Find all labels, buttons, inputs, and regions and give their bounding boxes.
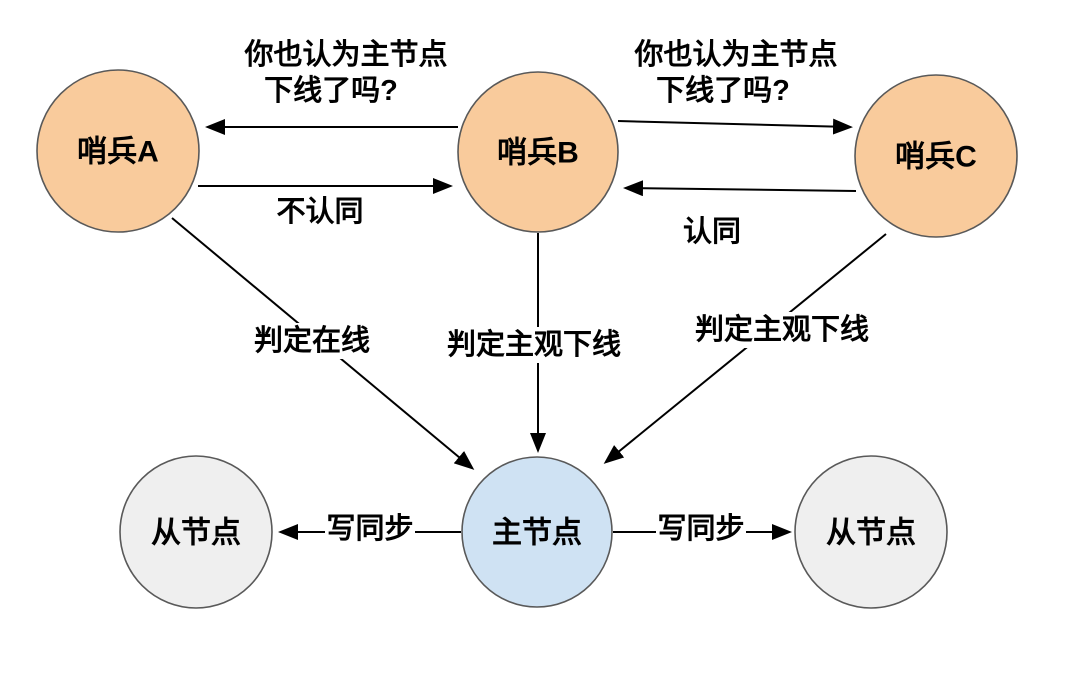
node-sentinel-c: 哨兵C	[854, 74, 1018, 238]
edge-sentinelC-to-sentinelB: 认同	[623, 180, 857, 248]
sentinel-b-circle	[457, 71, 619, 233]
edge-label-write-sync-right: 写同步	[657, 512, 744, 545]
edge-master-to-slave-left: 写同步	[278, 511, 461, 549]
node-sentinel-a: 哨兵A	[36, 69, 200, 233]
edge-label-judged-online: 判定在线	[254, 323, 370, 357]
sentinel-a-circle	[36, 69, 200, 233]
master-label: 主节点	[492, 517, 582, 550]
label-bg	[325, 511, 415, 549]
slave-right-circle	[794, 455, 948, 609]
sentinel-c-circle	[854, 74, 1018, 238]
label-bg	[250, 323, 374, 359]
edge-label-disagree: 不认同	[276, 195, 363, 228]
edge-label-question-left-line1: 你也认为主节点	[243, 38, 447, 71]
edge-sentinelB-to-master: 判定主观下线	[446, 233, 622, 453]
edge-master-to-slave-right: 写同步	[613, 511, 792, 549]
edge-label-write-sync-left: 写同步	[326, 512, 413, 545]
edge-label-question-left-line2: 下线了吗?	[264, 74, 398, 107]
arrow-b-to-c	[617, 118, 853, 135]
sentinel-c-label: 哨兵C	[895, 141, 977, 174]
slave-right-label: 从节点	[826, 517, 916, 550]
edge-label-question-right-line2: 下线了吗?	[656, 74, 790, 107]
label-bg	[694, 312, 870, 348]
sentinel-a-label: 哨兵A	[77, 136, 159, 169]
edge-sentinelA-to-sentinelB: 不认同	[198, 178, 453, 228]
label-bg	[656, 511, 746, 549]
edge-label-judged-subjective-down-b: 判定主观下线	[447, 327, 621, 361]
edge-sentinelA-to-master: 判定在线	[171, 217, 475, 470]
edge-label-question-right-line1: 你也认为主节点	[633, 38, 837, 71]
master-circle	[461, 456, 613, 608]
edge-sentinelB-to-sentinelA: 你也认为主节点 下线了吗?	[205, 38, 458, 135]
edge-label-agree: 认同	[683, 215, 741, 248]
node-slave-right: 从节点	[794, 455, 948, 609]
slave-left-label: 从节点	[151, 517, 241, 550]
edge-label-judged-subjective-down-c: 判定主观下线	[695, 312, 869, 346]
edge-sentinelB-to-sentinelC: 你也认为主节点 下线了吗?	[617, 38, 853, 135]
node-master: 主节点	[461, 456, 613, 608]
node-slave-left: 从节点	[119, 455, 273, 609]
edge-sentinelC-to-master: 判定主观下线	[603, 233, 887, 464]
label-bg	[446, 327, 622, 363]
node-sentinel-b: 哨兵B	[457, 71, 619, 233]
arrow-c-to-b	[623, 180, 857, 197]
sentinel-b-label: 哨兵B	[497, 137, 579, 170]
slave-left-circle	[119, 455, 273, 609]
